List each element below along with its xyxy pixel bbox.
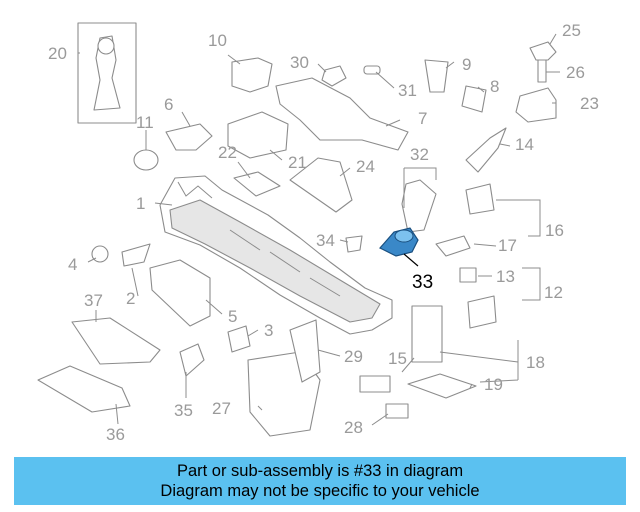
callout-11: 11: [136, 113, 154, 132]
part-14-shape: [465, 127, 507, 173]
callout-8: 8: [490, 77, 499, 96]
callout-35: 35: [174, 401, 193, 420]
callout-13: 13: [496, 267, 515, 286]
callout-14: 14: [515, 135, 534, 154]
part-26-shape: [537, 59, 547, 83]
part-34-shape: [345, 235, 363, 253]
part-15-shape: [359, 375, 391, 393]
callout-29: 29: [344, 347, 363, 366]
center-console-part: [159, 175, 393, 335]
banner-line-1: Part or sub-assembly is #33 in diagram: [176, 462, 464, 480]
callout-31: 31: [398, 81, 417, 100]
part-22-shape: [233, 171, 281, 197]
callout-2: 2: [126, 289, 135, 308]
callout-23: 23: [580, 94, 599, 113]
info-banner: Part or sub-assembly is #33 in diagram D…: [14, 457, 626, 505]
leader-lines: [78, 33, 560, 426]
callout-3: 3: [264, 321, 273, 340]
part-11-shape: [133, 149, 159, 171]
parts-diagram: 1 2 3 4 5 6 7 8 9 10 11 12 13 14 15 16 1…: [37, 21, 599, 444]
callout-18: 18: [526, 353, 545, 372]
part-23-shape: [515, 87, 557, 123]
callout-30: 30: [290, 53, 309, 72]
callout-12: 12: [544, 283, 563, 302]
callout-1: 1: [136, 194, 145, 213]
callout-16: 16: [545, 221, 564, 240]
part-4-shape: [91, 245, 109, 263]
callout-19: 19: [484, 375, 503, 394]
part-21-shape: [227, 111, 289, 159]
callout-28: 28: [344, 418, 363, 437]
shift-knob-part: [97, 37, 115, 55]
part-24-shape: [289, 157, 353, 213]
callout-7: 7: [418, 109, 427, 128]
callout-37: 37: [84, 291, 103, 310]
part-17-shape: [435, 235, 471, 257]
part-25-shape: [529, 41, 557, 61]
part-3-shape: [227, 325, 251, 353]
callout-25: 25: [562, 21, 581, 40]
part-10-shape: [231, 57, 273, 93]
part-32-shape: [401, 179, 437, 233]
part-29-shape: [289, 319, 321, 383]
callout-17: 17: [498, 236, 517, 255]
callout-labels: 1 2 3 4 5 6 7 8 9 10 11 12 13 14 15 16 1…: [48, 21, 599, 444]
part-30-shape: [321, 65, 347, 87]
callout-27: 27: [212, 399, 231, 418]
callout-36: 36: [106, 425, 125, 444]
callout-26: 26: [566, 63, 585, 82]
part-36-shape: [37, 365, 131, 413]
callout-4: 4: [68, 255, 77, 274]
callout-6: 6: [164, 95, 173, 114]
callout-34: 34: [316, 231, 335, 250]
callout-5: 5: [228, 307, 237, 326]
part-16-shape: [465, 183, 495, 215]
part-37-shape: [71, 317, 161, 365]
part-6-shape: [165, 123, 213, 151]
callout-24: 24: [356, 157, 375, 176]
part-9-shape: [424, 59, 449, 93]
callout-32: 32: [410, 145, 429, 164]
part-19-shape: [407, 373, 477, 399]
callout-9: 9: [462, 55, 471, 74]
banner-line-2: Diagram may not be specific to your vehi…: [160, 482, 480, 500]
part-5-shape: [149, 259, 211, 327]
part-13-shape: [459, 267, 477, 283]
part-33-highlighted[interactable]: [379, 227, 419, 257]
callout-15: 15: [388, 349, 407, 368]
part-12-shape: [467, 295, 497, 329]
callout-20: 20: [48, 44, 67, 63]
part-28-shape: [385, 403, 409, 419]
part-2-shape: [121, 243, 151, 267]
callout-10: 10: [208, 31, 227, 50]
callout-22: 22: [218, 143, 237, 162]
part-7-shape: [275, 77, 409, 151]
part-8-shape: [461, 85, 487, 113]
part-35-shape: [179, 343, 205, 377]
callout-33: 33: [412, 272, 433, 293]
callout-21: 21: [288, 153, 307, 172]
part-18-shape: [411, 305, 443, 363]
